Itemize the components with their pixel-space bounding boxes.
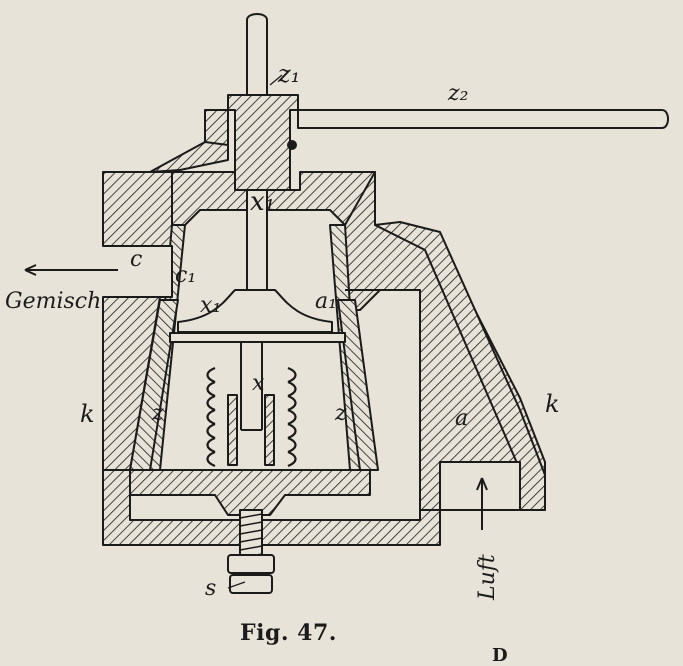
label-z1: z₁ [277, 60, 300, 88]
stem-guide [227, 394, 238, 466]
label-c: c [130, 247, 142, 272]
housing-left-upper [102, 171, 173, 247]
outer-shell-k [374, 221, 546, 511]
label-k-right: k [545, 390, 560, 418]
leader-z1 [269, 74, 283, 86]
label-z-left: z [151, 401, 164, 426]
lever [297, 109, 669, 129]
stem-guide-right [264, 394, 275, 466]
label-z2: z₂ [447, 81, 468, 106]
label-gemisch: Gemisch [5, 289, 101, 314]
pin [287, 140, 297, 150]
label-a1: a₁ [315, 289, 337, 314]
label-c1: c₁ [175, 263, 196, 288]
luft-arrowhead [476, 477, 488, 491]
label-k-left: k [80, 400, 95, 428]
chamber-wall-right [337, 299, 379, 471]
label-luft: Luft [475, 554, 500, 601]
label-x1-top: x₁ [250, 187, 275, 217]
spring [206, 366, 297, 468]
label-z-right: z [334, 401, 347, 426]
gemisch-arrowhead [24, 264, 37, 276]
lock-nut [227, 554, 275, 574]
figure-caption: Fig. 47. [240, 620, 337, 646]
leader-s [227, 581, 246, 589]
valve-head [177, 289, 333, 333]
cutoff-text: D [492, 645, 508, 666]
channel-c [103, 245, 173, 298]
label-x1-mid: x₁ [200, 293, 221, 318]
screw-head [229, 574, 273, 594]
label-s: s [205, 576, 216, 601]
valve-seat [169, 332, 346, 343]
air-box [439, 461, 521, 511]
wedge [149, 141, 229, 173]
label-a: a [455, 406, 468, 431]
cup-bottom [129, 469, 371, 516]
label-x: x [252, 371, 265, 396]
collar [227, 94, 299, 191]
